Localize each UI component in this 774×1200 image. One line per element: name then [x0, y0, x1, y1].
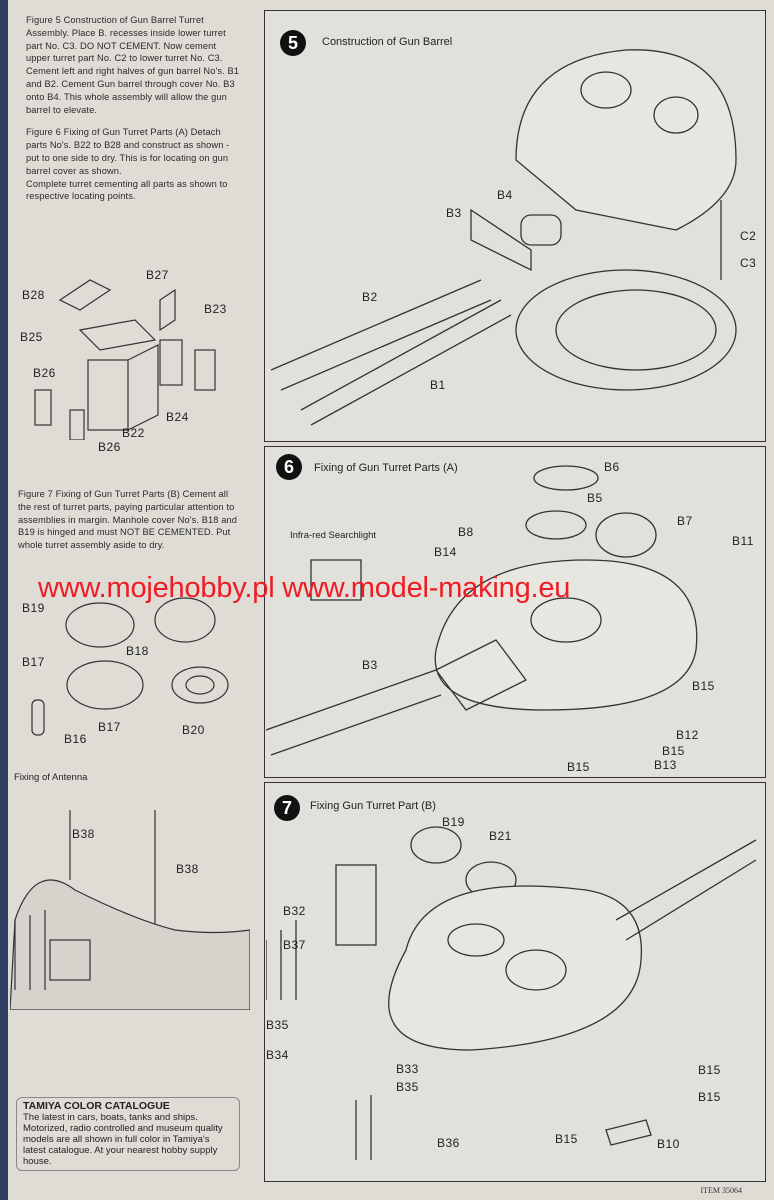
label-b34: B34	[266, 1048, 289, 1062]
label-b11: B11	[732, 534, 754, 548]
label-b32: B32	[283, 904, 306, 918]
label-b35: B35	[266, 1018, 289, 1032]
label-b6: B6	[604, 460, 620, 474]
label-b15: B15	[698, 1090, 721, 1104]
turret-parts-a-drawing	[266, 465, 698, 756]
label-c3: C3	[740, 256, 757, 270]
label-b23: B23	[204, 302, 227, 316]
label-b8: B8	[458, 525, 474, 539]
catalogue-title: TAMIYA COLOR CATALOGUE	[23, 1100, 170, 1112]
label-b36: B36	[437, 1136, 460, 1150]
label-b15: B15	[662, 744, 685, 758]
instructions-column: Figure 5 Construction of Gun Barrel Turr…	[26, 14, 240, 213]
label-b24: B24	[166, 410, 189, 424]
label-b17: B17	[98, 720, 121, 734]
label-b21: B21	[489, 829, 512, 843]
label-b14: B14	[434, 545, 457, 559]
watermark: www.mojehobby.pl www.model-making.eu	[38, 572, 571, 604]
label-b17: B17	[22, 655, 45, 669]
antenna-drawing	[10, 810, 250, 1010]
label-b15: B15	[567, 760, 590, 774]
label-b3: B3	[362, 658, 378, 672]
fig5-text: Figure 5 Construction of Gun Barrel Turr…	[26, 15, 240, 115]
label-b25: B25	[20, 330, 43, 344]
label-b27: B27	[146, 268, 169, 282]
label-b28: B28	[22, 288, 45, 302]
label-b19: B19	[22, 601, 45, 615]
fig6b-text: Complete turret cementing all parts as s…	[26, 178, 228, 202]
label-b35: B35	[396, 1080, 419, 1094]
fig7-text: Figure 7 Fixing of Gun Turret Parts (B) …	[18, 489, 238, 551]
step6-number: 6	[276, 454, 302, 480]
label-b2: B2	[362, 290, 378, 304]
step5-number: 5	[280, 30, 306, 56]
label-b22: B22	[122, 426, 145, 440]
catalogue-body: The latest in cars, boats, tanks and shi…	[23, 1112, 223, 1167]
item-number: ITEM 35064	[700, 1186, 742, 1195]
label-b13: B13	[654, 758, 677, 772]
label-b12: B12	[676, 728, 699, 742]
step7-title: Fixing Gun Turret Part (B)	[310, 800, 436, 812]
subassembly-b22-b28-drawing	[34, 279, 216, 440]
searchlight-label: Infra-red Searchlight	[290, 530, 377, 541]
label-b26: B26	[33, 366, 56, 380]
label-b3: B3	[446, 206, 462, 220]
label-b38: B38	[72, 827, 95, 841]
label-b16: B16	[64, 732, 87, 746]
label-b4: B4	[497, 188, 513, 202]
fig6-text: Figure 6 Fixing of Gun Turret Parts (A) …	[26, 127, 230, 176]
label-b37: B37	[283, 938, 306, 952]
manhole-covers-drawing	[31, 597, 229, 736]
antenna-caption: Fixing of Antenna	[14, 772, 88, 783]
catalogue-box: TAMIYA COLOR CATALOGUE The latest in car…	[16, 1097, 240, 1171]
label-b10: B10	[657, 1137, 680, 1151]
label-b5: B5	[587, 491, 603, 505]
label-b7: B7	[677, 514, 693, 528]
label-b38: B38	[176, 862, 199, 876]
label-b18: B18	[126, 644, 149, 658]
label-b33: B33	[396, 1062, 419, 1076]
label-b15: B15	[698, 1063, 721, 1077]
label-b1: B1	[430, 378, 446, 392]
label-b20: B20	[182, 723, 205, 737]
label-b15: B15	[692, 679, 715, 693]
step6-title: Fixing of Gun Turret Parts (A)	[314, 462, 458, 474]
step5-title: Construction of Gun Barrel	[322, 36, 453, 48]
label-b19: B19	[442, 815, 465, 829]
turret-parts-b-drawing	[266, 826, 757, 1160]
gun-barrel-drawing	[270, 49, 737, 426]
label-b15: B15	[555, 1132, 578, 1146]
step7-number: 7	[274, 795, 300, 821]
label-c2: C2	[740, 229, 757, 243]
label-b26: B26	[98, 440, 121, 454]
